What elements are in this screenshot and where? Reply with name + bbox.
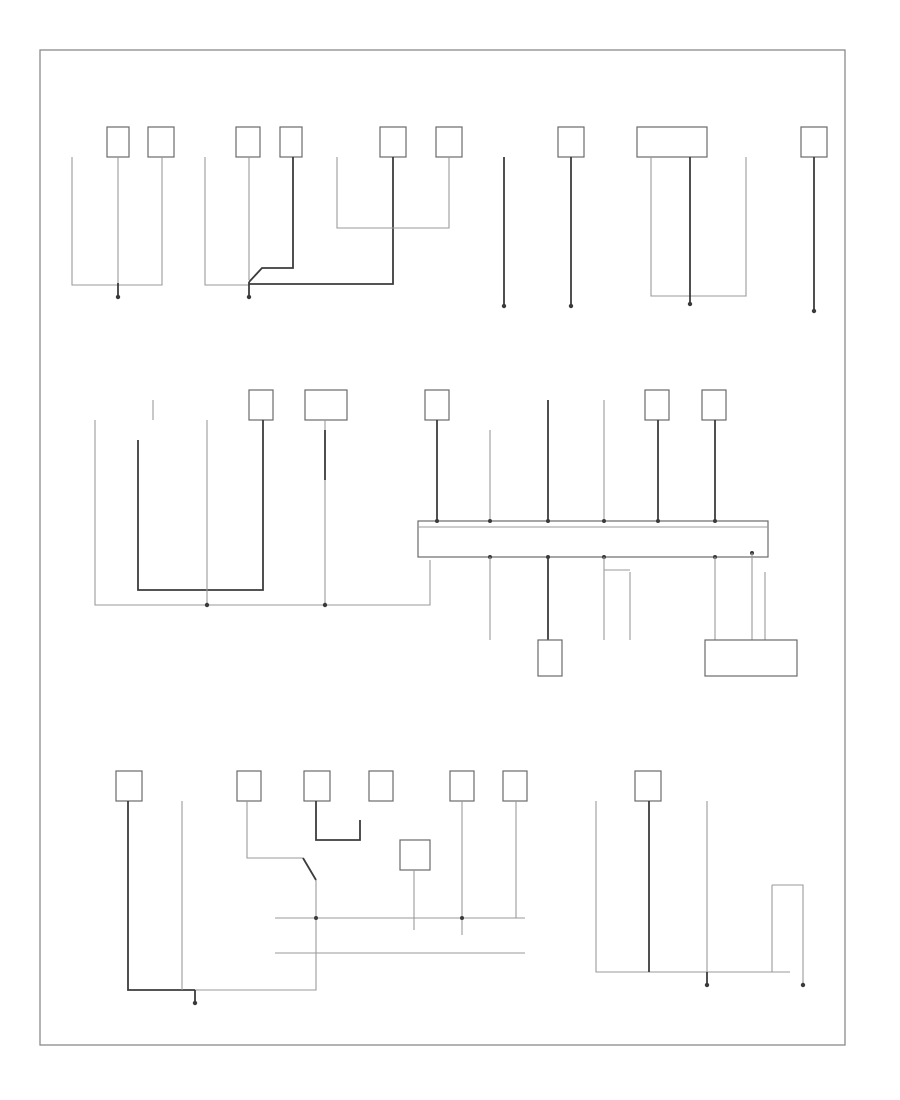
component-box (304, 389, 348, 421)
ground-point (704, 982, 710, 988)
wire (595, 801, 790, 973)
wire (204, 157, 249, 286)
ground-point (501, 303, 507, 309)
component-box (557, 126, 585, 158)
wire (249, 157, 394, 285)
wire (603, 557, 631, 640)
connector-pin (713, 519, 717, 523)
connector-pin (602, 519, 606, 523)
component-box (449, 770, 475, 802)
connector-pin (488, 519, 492, 523)
ground-point (800, 982, 806, 988)
component-box (800, 126, 828, 158)
component-box (279, 126, 303, 158)
component-box (502, 770, 528, 802)
wire (137, 420, 264, 591)
wire (714, 553, 766, 640)
wire (118, 157, 163, 286)
wire (275, 917, 525, 954)
ground-point (322, 602, 328, 608)
component-box (379, 126, 407, 158)
ground-point (115, 294, 121, 300)
component-box (399, 839, 431, 871)
wire (772, 884, 804, 985)
component-box (704, 639, 798, 677)
section-middle (94, 389, 798, 677)
ground-point (246, 294, 252, 300)
component-box (701, 389, 727, 421)
wire (127, 801, 195, 991)
ground-point (811, 308, 817, 314)
wire (71, 157, 118, 286)
wire (248, 157, 294, 283)
ground-point (687, 301, 693, 307)
connector-pin (314, 916, 318, 920)
component-box (368, 770, 394, 802)
section-top (71, 126, 828, 314)
ground-point (568, 303, 574, 309)
component-box (236, 770, 262, 802)
diagram-frame (39, 49, 846, 1046)
wire (302, 857, 317, 881)
component-box (235, 126, 261, 158)
connector-pin (460, 916, 464, 920)
component-box (537, 639, 563, 677)
component-box (435, 126, 463, 158)
wire (650, 157, 747, 297)
component-box (106, 126, 130, 158)
component-box (644, 389, 670, 421)
connector-pin (656, 519, 660, 523)
junction-block (417, 520, 769, 558)
component-box (303, 770, 331, 802)
wire (336, 157, 450, 229)
component-box (248, 389, 274, 421)
section-bottom (115, 770, 806, 1006)
wire (246, 801, 303, 859)
wire (195, 880, 317, 991)
component-box (634, 770, 662, 802)
wire (315, 801, 361, 841)
component-box (636, 126, 708, 158)
ground-point (192, 1000, 198, 1006)
connector-pin (435, 519, 439, 523)
wire (94, 420, 431, 606)
component-box (115, 770, 143, 802)
component-box (147, 126, 175, 158)
component-box (424, 389, 450, 421)
connector-pin (546, 519, 550, 523)
ground-point (204, 602, 210, 608)
